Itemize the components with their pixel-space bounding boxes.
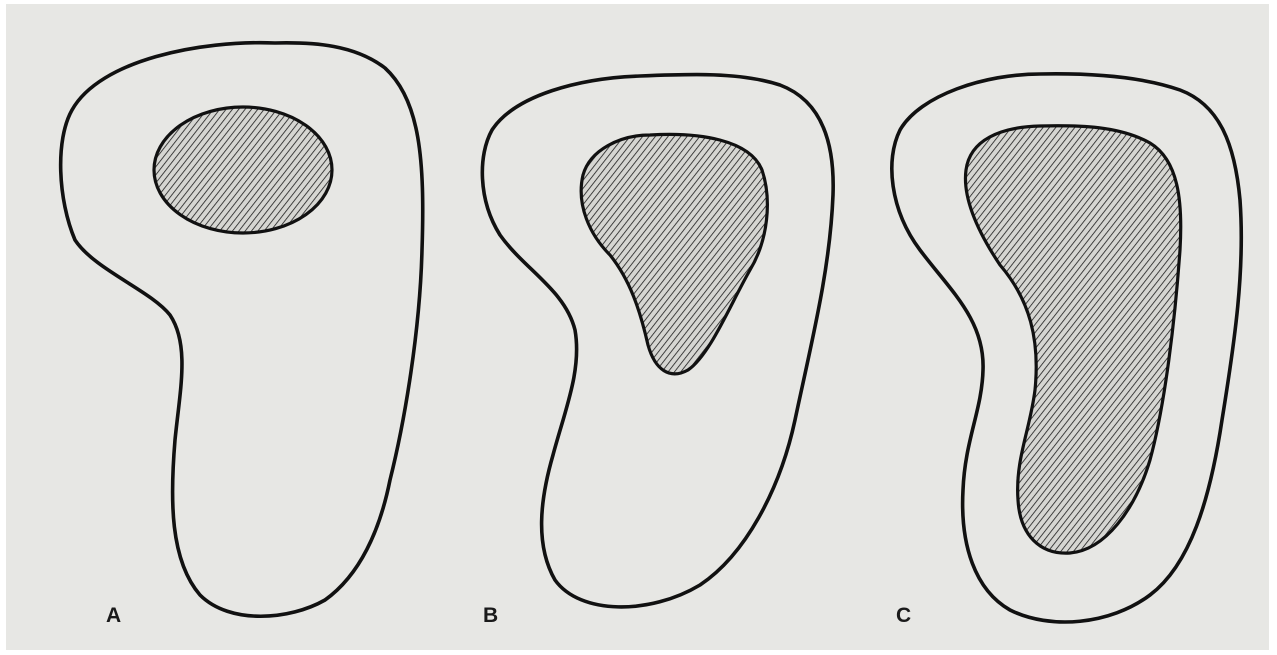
figure-b-hatched-region xyxy=(581,134,767,373)
figure-label-a: A xyxy=(106,605,121,626)
figure-c xyxy=(892,74,1242,622)
figure-c-hatched-region xyxy=(965,126,1180,553)
figure-a-hatched-region xyxy=(154,107,332,233)
figure-label-c: C xyxy=(896,605,911,626)
figure-label-b: B xyxy=(483,605,498,626)
figure-b xyxy=(482,75,833,607)
figure-a xyxy=(61,43,423,617)
